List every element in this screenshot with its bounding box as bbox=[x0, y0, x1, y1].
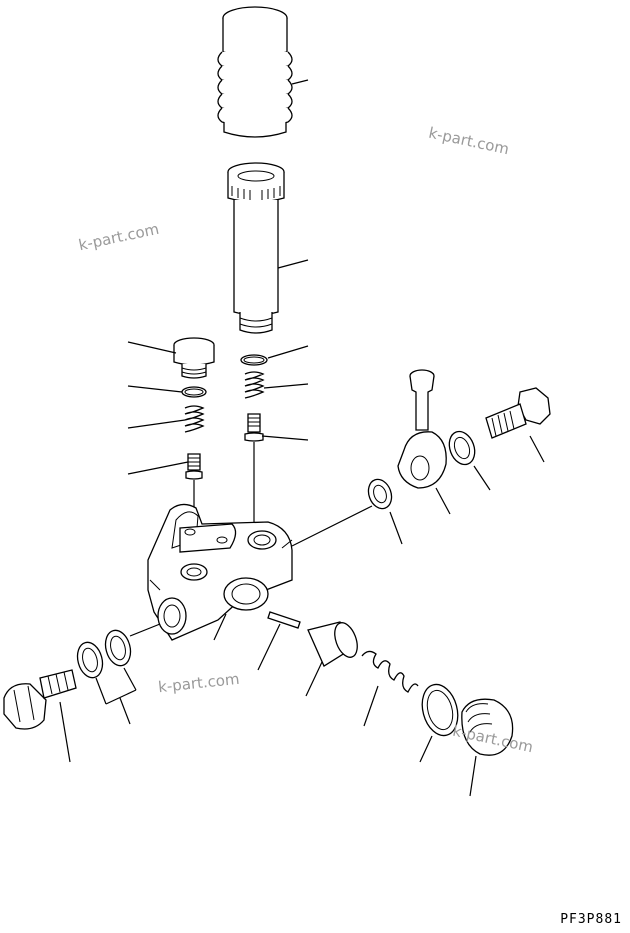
banjo-bolt bbox=[485, 387, 551, 463]
pump-housing bbox=[129, 503, 373, 641]
drawing-code: PF3P881 bbox=[560, 912, 622, 927]
washer-housing bbox=[367, 478, 403, 545]
check-valve-right bbox=[244, 413, 309, 528]
banjo-fitting bbox=[397, 369, 451, 515]
spring-left bbox=[127, 405, 205, 433]
eye-bolt bbox=[3, 669, 77, 763]
bellows-boot bbox=[217, 6, 309, 138]
o-ring-right bbox=[240, 345, 309, 366]
cap-nut bbox=[127, 337, 215, 379]
plug bbox=[461, 698, 514, 797]
spring-right bbox=[244, 371, 309, 399]
gaskets-pair bbox=[76, 629, 137, 725]
o-ring-left bbox=[127, 385, 207, 398]
gasket-plug bbox=[419, 683, 459, 763]
washer-banjo bbox=[448, 430, 491, 491]
spring-piston bbox=[361, 650, 419, 727]
pin bbox=[257, 611, 301, 671]
plunger-body bbox=[227, 162, 309, 334]
piston bbox=[305, 621, 358, 697]
